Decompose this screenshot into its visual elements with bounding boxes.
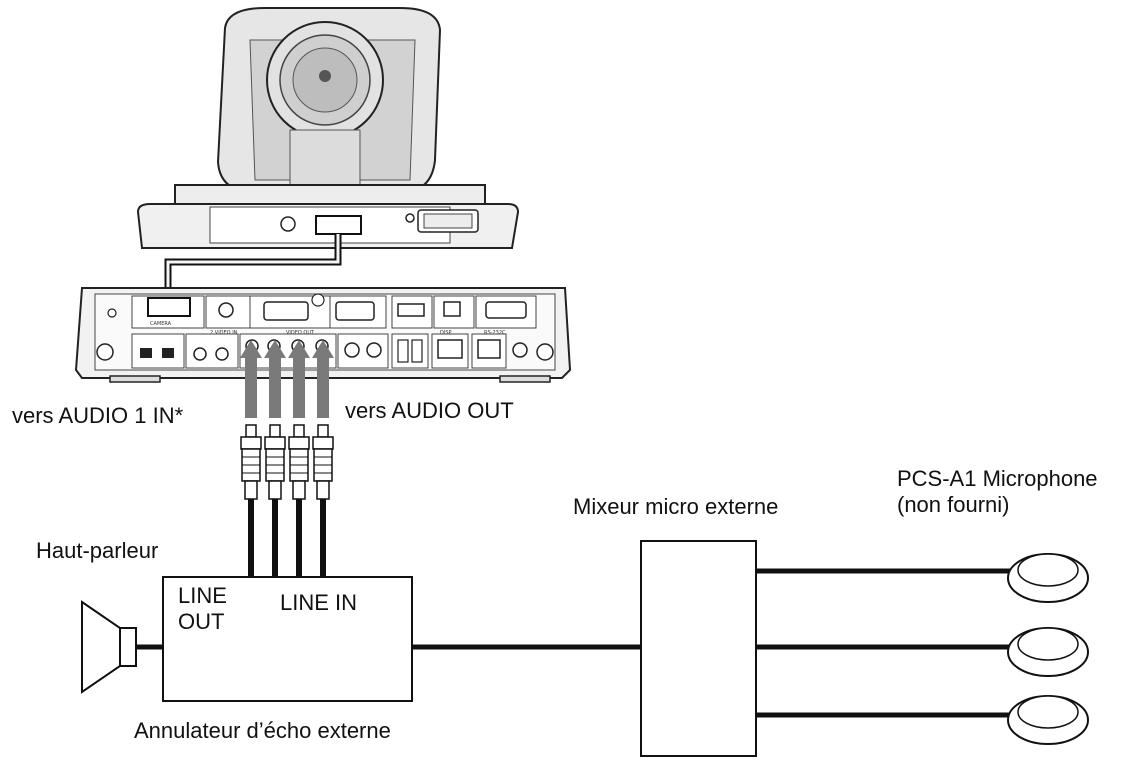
speaker-label: Haut-parleur	[36, 538, 159, 563]
rca-cable-group	[240, 340, 334, 577]
echo-canceller-label: Annulateur d’écho externe	[134, 718, 391, 743]
svg-text:RS-232C: RS-232C	[484, 330, 506, 336]
line-out-label-line2: OUT	[178, 609, 225, 634]
line-in-label: LINE IN	[280, 590, 358, 615]
microphone-icon	[1007, 695, 1089, 745]
svg-text:2 VIDEO IN: 2 VIDEO IN	[210, 330, 238, 336]
microphone-label-line2: (non fourni)	[897, 492, 1010, 517]
codec-camera-port	[147, 297, 191, 317]
speaker-icon	[81, 600, 137, 694]
audio-out-label: vers AUDIO OUT	[345, 398, 514, 423]
svg-text:DISP: DISP	[440, 330, 452, 336]
microphone-label: PCS-A1 Microphone (non fourni)	[897, 466, 1137, 518]
microphone-label-line1: PCS-A1 Microphone	[897, 466, 1098, 491]
audio-in-label: vers AUDIO 1 IN*	[12, 403, 184, 428]
microphone-cables	[756, 568, 1018, 718]
mixer-box	[640, 540, 757, 757]
line-out-label: LINE OUT	[178, 583, 258, 635]
camera-connector	[315, 215, 362, 235]
camera-unit	[136, 7, 520, 249]
line-out-label-line1: LINE	[178, 583, 227, 608]
echo-canceller-box	[162, 576, 413, 702]
svg-text:CAMERA: CAMERA	[150, 321, 172, 327]
microphone-icon	[1007, 553, 1089, 603]
svg-text:VIDEO OUT: VIDEO OUT	[286, 330, 315, 336]
mixer-label: Mixeur micro externe	[573, 494, 779, 519]
microphone-icon	[1007, 627, 1089, 677]
